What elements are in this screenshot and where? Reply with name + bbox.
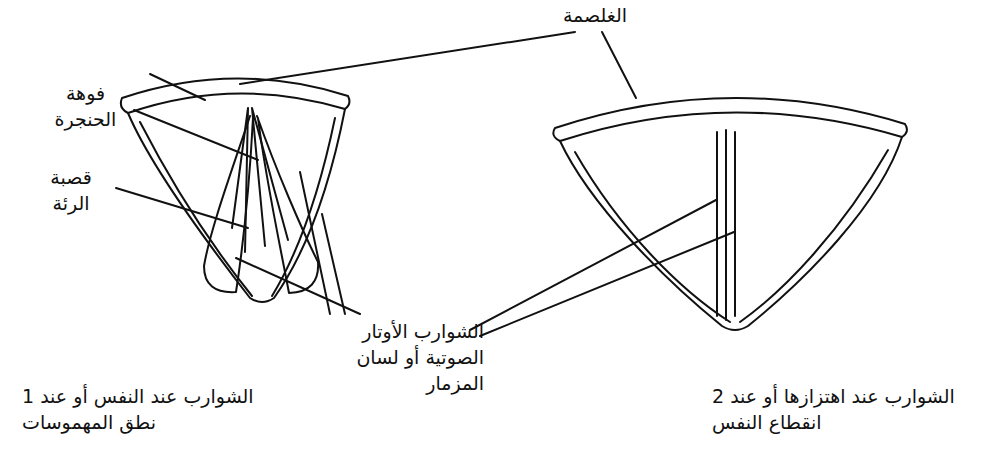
part-label: فوهة الحنجرة bbox=[38, 80, 133, 132]
inner-outline bbox=[740, 150, 888, 322]
figure-caption: 1 الشوارب عند النفس أو عند نطق المهموسات bbox=[22, 383, 294, 435]
larynx-outline bbox=[128, 109, 345, 302]
part-label: الغلصمة bbox=[530, 2, 660, 28]
leader-line bbox=[150, 74, 205, 100]
label-holder: فوهة الحنجرة bbox=[38, 80, 133, 132]
label-holder: الشوارب الأوتار الصوتية أو لسان المزمار bbox=[298, 318, 484, 396]
leader-line bbox=[470, 200, 716, 330]
vocal-folds-closed bbox=[717, 130, 735, 320]
label-holder: 2 الشوارب عند اهتزازها أو عند انقطاع الن… bbox=[712, 383, 997, 435]
fan-lines bbox=[232, 108, 288, 252]
leader-line bbox=[236, 258, 360, 314]
label-holder: الغلصمة bbox=[530, 2, 660, 28]
leader-line bbox=[480, 232, 734, 336]
inner-outline bbox=[272, 118, 335, 296]
epiglottis-band bbox=[121, 78, 350, 113]
part-label: قصبة الرئة bbox=[30, 164, 112, 216]
leader-line bbox=[602, 32, 636, 98]
figure-caption: 2 الشوارب عند اهتزازها أو عند انقطاع الن… bbox=[712, 383, 997, 435]
leader-line bbox=[116, 188, 248, 228]
epiglottis-band bbox=[553, 98, 907, 141]
part-label: الشوارب الأوتار الصوتية أو لسان المزمار bbox=[298, 318, 484, 396]
vocal-fold bbox=[257, 116, 318, 293]
label-holder: قصبة الرئة bbox=[30, 164, 112, 216]
label-holder: 1 الشوارب عند النفس أو عند نطق المهموسات bbox=[22, 383, 294, 435]
inner-outline bbox=[575, 152, 730, 322]
leader-line bbox=[240, 32, 575, 84]
leader-line bbox=[134, 110, 258, 160]
